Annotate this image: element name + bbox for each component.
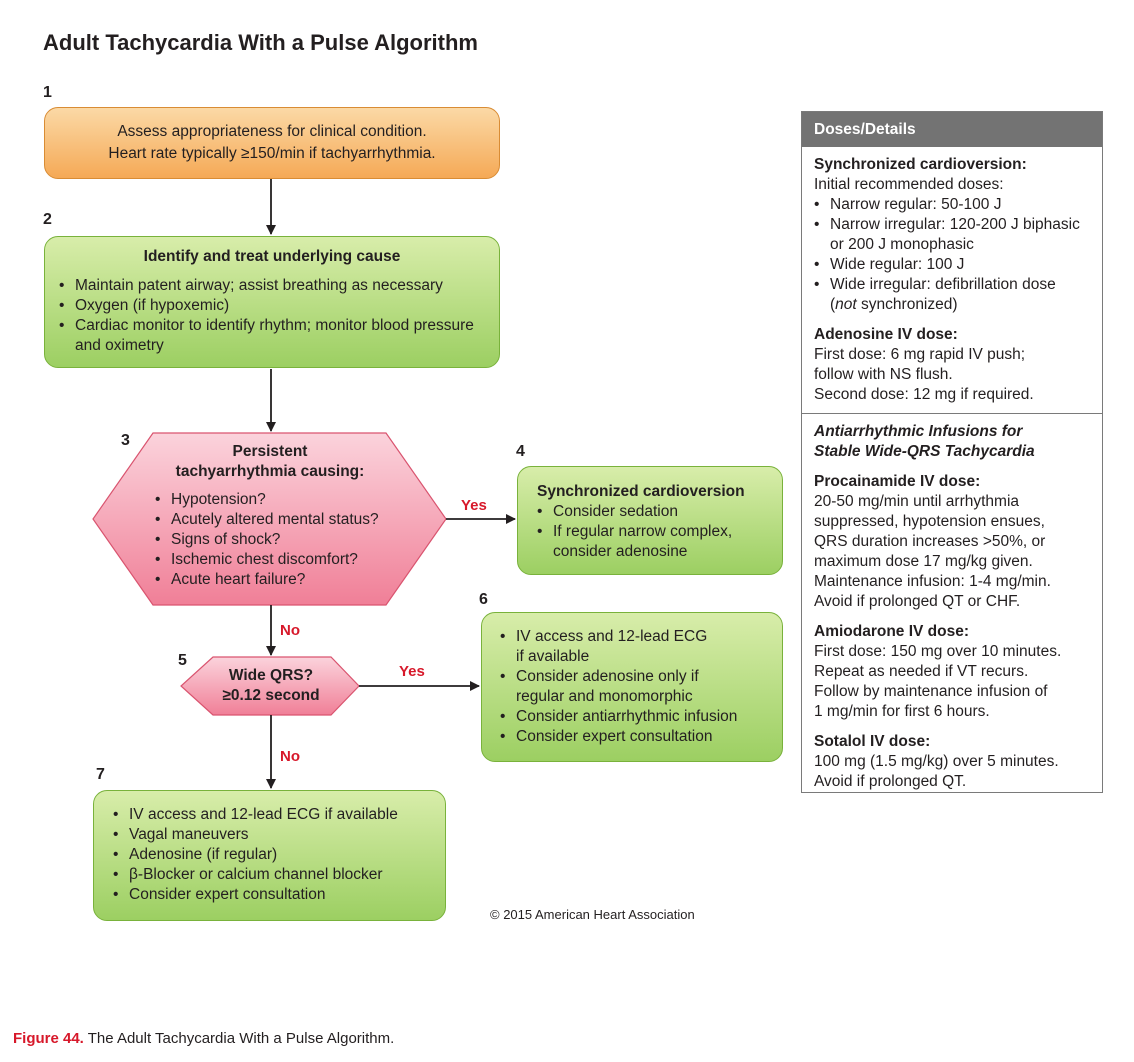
figure-label: Figure 44. [13, 1030, 84, 1047]
amiodarone-line: Follow by maintenance infusion of [814, 683, 1048, 700]
step-7-item: β-Blocker or calcium channel blocker [113, 865, 435, 885]
cardioversion-title: Synchronized cardioversion: [814, 156, 1027, 173]
step-4-item: Consider sedation [537, 502, 770, 522]
procainamide-line: Avoid if prolonged QT or CHF. [814, 593, 1021, 610]
infusions-heading-line-2: Stable Wide-QRS Tachycardia [814, 443, 1035, 460]
cardioversion-intro: Initial recommended doses: [814, 176, 1004, 193]
step-5-content: Wide QRS? ≥0.12 second [191, 666, 351, 706]
doses-panel-header: Doses/Details [802, 112, 1102, 147]
infusions-heading-line-1: Antiarrhythmic Infusions for [814, 423, 1023, 440]
step-7-box: IV access and 12-lead ECG if available V… [93, 790, 446, 921]
adenosine-line: First dose: 6 mg rapid IV push; [814, 346, 1026, 363]
step-3-content: Persistent tachyarrhythmia causing: Hypo… [140, 442, 400, 590]
infusions-heading-block: Antiarrhythmic Infusions for Stable Wide… [814, 422, 1090, 462]
step-3-item: Acute heart failure? [155, 570, 400, 590]
sotalol-block: Sotalol IV dose: 100 mg (1.5 mg/kg) over… [814, 732, 1090, 792]
edge-label-yes-3-to-4: Yes [461, 497, 487, 514]
doses-section-cardioversion-adenosine: Synchronized cardioversion: Initial reco… [802, 147, 1102, 405]
step-number-5: 5 [178, 652, 187, 669]
panel-divider [802, 413, 1102, 414]
figure-caption-text: The Adult Tachycardia With a Pulse Algor… [83, 1030, 395, 1047]
cardioversion-dose: Narrow irregular: 120-200 J biphasic or … [814, 215, 1090, 255]
cardioversion-dose-text-end: synchronized) [856, 296, 958, 313]
step-3-heading-line-1: Persistent [232, 443, 308, 460]
step-2-box: Identify and treat underlying cause Main… [44, 236, 500, 368]
sotalol-line: 100 mg (1.5 mg/kg) over 5 minutes. [814, 753, 1059, 770]
step-5-line-2: ≥0.12 second [222, 687, 320, 704]
adenosine-block: Adenosine IV dose: First dose: 6 mg rapi… [814, 325, 1090, 405]
step-3-item: Hypotension? [155, 490, 400, 510]
cardioversion-dose: Narrow regular: 50-100 J [814, 195, 1090, 215]
procainamide-line: suppressed, hypotension ensues, [814, 513, 1045, 530]
copyright-notice: © 2015 American Heart Association [490, 907, 695, 922]
amiodarone-title: Amiodarone IV dose: [814, 623, 970, 640]
procainamide-line: 20-50 mg/min until arrhythmia [814, 493, 1020, 510]
cardioversion-dose: Wide regular: 100 J [814, 255, 1090, 275]
step-6-item: Consider expert consultation [500, 727, 768, 747]
amiodarone-block: Amiodarone IV dose: First dose: 150 mg o… [814, 622, 1090, 722]
step-4-heading: Synchronized cardioversion [537, 483, 745, 500]
cardioversion-block: Synchronized cardioversion: Initial reco… [814, 155, 1090, 315]
page-title: Adult Tachycardia With a Pulse Algorithm [43, 30, 478, 55]
step-1-line-1: Assess appropriateness for clinical cond… [117, 123, 427, 140]
step-5-line-1: Wide QRS? [228, 667, 314, 684]
step-number-6: 6 [479, 591, 488, 608]
step-4-box: Synchronized cardioversion Consider seda… [517, 466, 783, 575]
step-7-item: Adenosine (if regular) [113, 845, 435, 865]
step-1-line-2: Heart rate typically ≥150/min if tachyar… [108, 145, 436, 162]
step-1-box: Assess appropriateness for clinical cond… [44, 107, 500, 179]
cardioversion-dose: Wide irregular: defibrillation dose (not… [814, 275, 1090, 315]
edge-label-no-3-to-5: No [280, 622, 300, 639]
step-number-2: 2 [43, 211, 52, 228]
amiodarone-line: 1 mg/min for first 6 hours. [814, 703, 990, 720]
edge-label-yes-5-to-6: Yes [399, 663, 425, 680]
step-3-heading-line-2: tachyarrhythmia causing: [175, 463, 365, 480]
amiodarone-line: Repeat as needed if VT recurs. [814, 663, 1029, 680]
step-6-item: Consider adenosine only if regular and m… [500, 667, 768, 707]
figure-caption: Figure 44. The Adult Tachycardia With a … [13, 1030, 394, 1047]
step-6-box: IV access and 12-lead ECG if available C… [481, 612, 783, 762]
step-2-heading: Identify and treat underlying cause [143, 248, 401, 265]
adenosine-line: Second dose: 12 mg if required. [814, 386, 1034, 403]
step-number-7: 7 [96, 766, 105, 783]
adenosine-title: Adenosine IV dose: [814, 326, 958, 343]
step-3-item: Signs of shock? [155, 530, 400, 550]
doses-details-panel: Doses/Details Synchronized cardioversion… [801, 111, 1103, 793]
step-3-item: Acutely altered mental status? [155, 510, 400, 530]
step-7-item: IV access and 12-lead ECG if available [113, 805, 435, 825]
step-2-item: Cardiac monitor to identify rhythm; moni… [59, 316, 485, 356]
step-number-3: 3 [121, 432, 130, 449]
step-2-item: Maintain patent airway; assist breathing… [59, 276, 485, 296]
step-7-item: Vagal maneuvers [113, 825, 435, 845]
step-2-item: Oxygen (if hypoxemic) [59, 296, 485, 316]
step-number-4: 4 [516, 443, 525, 460]
procainamide-block: Procainamide IV dose: 20-50 mg/min until… [814, 472, 1090, 612]
step-7-item: Consider expert consultation [113, 885, 435, 905]
sotalol-line: Avoid if prolonged QT. [814, 773, 967, 790]
doses-section-infusions: Antiarrhythmic Infusions for Stable Wide… [802, 414, 1102, 792]
procainamide-line: maximum dose 17 mg/kg given. [814, 553, 1033, 570]
step-4-item: If regular narrow complex, consider aden… [537, 522, 770, 562]
step-3-item: Ischemic chest discomfort? [155, 550, 400, 570]
procainamide-title: Procainamide IV dose: [814, 473, 981, 490]
procainamide-line: QRS duration increases >50%, or [814, 533, 1046, 550]
step-6-item: IV access and 12-lead ECG if available [500, 627, 768, 667]
edge-label-no-5-to-7: No [280, 748, 300, 765]
cardioversion-dose-emphasis: not [835, 296, 857, 313]
procainamide-line: Maintenance infusion: 1-4 mg/min. [814, 573, 1051, 590]
step-number-1: 1 [43, 84, 52, 101]
amiodarone-line: First dose: 150 mg over 10 minutes. [814, 643, 1062, 660]
step-6-item: Consider antiarrhythmic infusion [500, 707, 768, 727]
decision-hexagon-step-5 [180, 656, 360, 716]
adenosine-line: follow with NS flush. [814, 366, 953, 383]
cardioversion-dose-text: Wide irregular: defibrillation dose ( [830, 276, 1056, 313]
sotalol-title: Sotalol IV dose: [814, 733, 931, 750]
